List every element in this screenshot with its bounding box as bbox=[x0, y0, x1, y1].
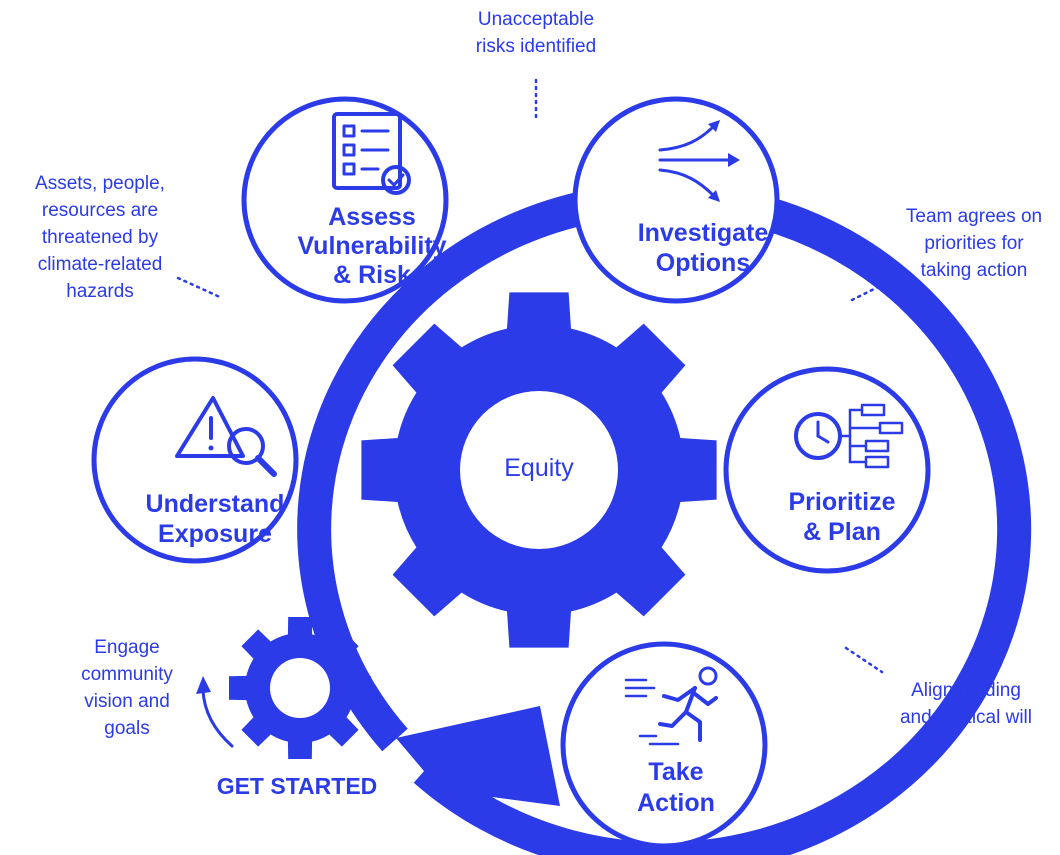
assets-line-3: threatened by bbox=[42, 227, 159, 248]
assess-line-2: Vulnerability bbox=[297, 232, 446, 260]
team-line-2: priorities for bbox=[924, 233, 1024, 254]
step-prioritize-plan: Prioritize & Plan bbox=[723, 366, 931, 574]
understand-exposure-line-2: Exposure bbox=[158, 520, 272, 548]
align-line-1: Align funding bbox=[911, 680, 1021, 701]
note-assets: Assets, people, resources are threatened… bbox=[35, 173, 165, 302]
equity-gear-hole bbox=[460, 391, 618, 549]
curved-arrow-icon bbox=[201, 688, 234, 748]
take-action-line-2: Action bbox=[637, 789, 715, 817]
understand-exposure-line-1: Understand bbox=[146, 490, 285, 518]
unacceptable-line-2: risks identified bbox=[476, 36, 596, 57]
warning-magnifier-icon bbox=[175, 396, 277, 477]
step-understand-exposure: Understand Exposure bbox=[91, 356, 299, 564]
assets-leader bbox=[176, 276, 224, 300]
note-team: Team agrees on priorities for taking act… bbox=[906, 206, 1042, 281]
cycle-arrow-tail bbox=[396, 706, 560, 806]
team-leader bbox=[850, 276, 898, 302]
engage-line-4: goals bbox=[104, 718, 149, 739]
get-started-label: GET STARTED bbox=[217, 773, 378, 799]
equity-label: Equity bbox=[504, 454, 574, 482]
step-investigate-options: Investigate Options bbox=[572, 96, 780, 304]
engage-line-3: vision and bbox=[84, 691, 170, 712]
prioritize-line-1: Prioritize bbox=[789, 488, 896, 516]
running-person-icon bbox=[624, 666, 718, 746]
assets-line-4: climate-related bbox=[38, 254, 163, 275]
assess-line-1: Assess bbox=[328, 203, 416, 231]
step-take-action: Take Action bbox=[560, 641, 768, 849]
note-unacceptable: Unacceptable risks identified bbox=[476, 9, 596, 57]
align-leader bbox=[844, 646, 884, 674]
unacceptable-line-1: Unacceptable bbox=[478, 9, 594, 30]
investigate-line-1: Investigate bbox=[638, 219, 769, 247]
diverging-arrows-icon bbox=[658, 120, 740, 202]
prioritize-line-2: & Plan bbox=[803, 518, 881, 546]
note-align: Align funding and political will bbox=[900, 680, 1032, 728]
team-line-1: Team agrees on bbox=[906, 206, 1042, 227]
assets-line-2: resources are bbox=[42, 200, 158, 221]
assets-line-1: Assets, people, bbox=[35, 173, 165, 194]
align-line-2: and political will bbox=[900, 707, 1032, 728]
cycle-ring bbox=[297, 182, 1032, 855]
start-gear-hole bbox=[270, 658, 330, 718]
assess-line-3: & Risk bbox=[333, 261, 411, 289]
take-action-line-1: Take bbox=[648, 758, 703, 786]
note-engage: Engage community vision and goals bbox=[81, 637, 173, 739]
assets-line-5: hazards bbox=[66, 281, 134, 302]
engage-line-2: community bbox=[81, 664, 173, 685]
investigate-line-2: Options bbox=[656, 249, 750, 277]
engage-line-1: Engage bbox=[94, 637, 160, 658]
checklist-icon bbox=[332, 112, 411, 195]
step-assess-vulnerability: Assess Vulnerability & Risk bbox=[241, 96, 449, 304]
curved-arrow-head bbox=[196, 676, 211, 694]
team-line-3: taking action bbox=[921, 260, 1028, 281]
clock-flowchart-icon bbox=[794, 403, 904, 469]
